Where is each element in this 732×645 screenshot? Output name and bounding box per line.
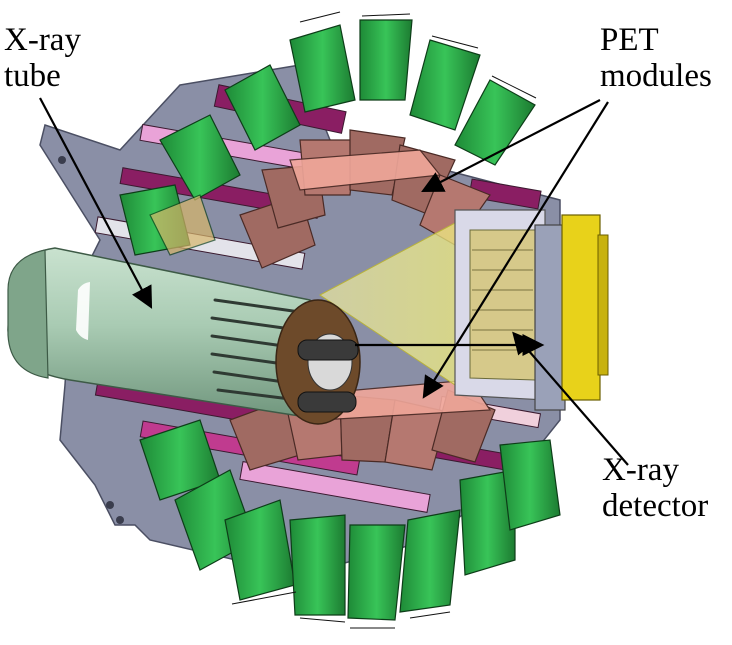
label-xray-detector-line2: detector: [602, 488, 709, 524]
label-xray-detector: X-ray detector: [602, 452, 708, 524]
frame-hole: [116, 516, 124, 524]
frame-hole: [106, 501, 114, 509]
label-pet-modules-line2: modules: [600, 58, 712, 94]
connector-pins: [231, 11, 537, 629]
label-xray-tube: X-ray tube: [4, 22, 81, 94]
arrow-xray-detector: [512, 331, 629, 466]
xray-tube: [7, 247, 361, 425]
label-pet-modules: PET modules: [600, 22, 712, 94]
leader-arrows: [39, 97, 629, 466]
label-xray-tube-line2: tube: [4, 58, 61, 94]
pet-electronics-lower: [139, 419, 561, 621]
arrow-xray-tube: [39, 97, 153, 309]
label-pet-modules-line1: PET: [600, 22, 659, 58]
frame-hole: [58, 156, 66, 164]
arrow-pet-lower: [422, 101, 609, 399]
pet-electronics-upper: [119, 19, 536, 256]
label-xray-tube-line1: X-ray: [4, 22, 81, 58]
arrow-pet-upper: [421, 99, 601, 193]
label-xray-detector-line1: X-ray: [602, 452, 679, 488]
